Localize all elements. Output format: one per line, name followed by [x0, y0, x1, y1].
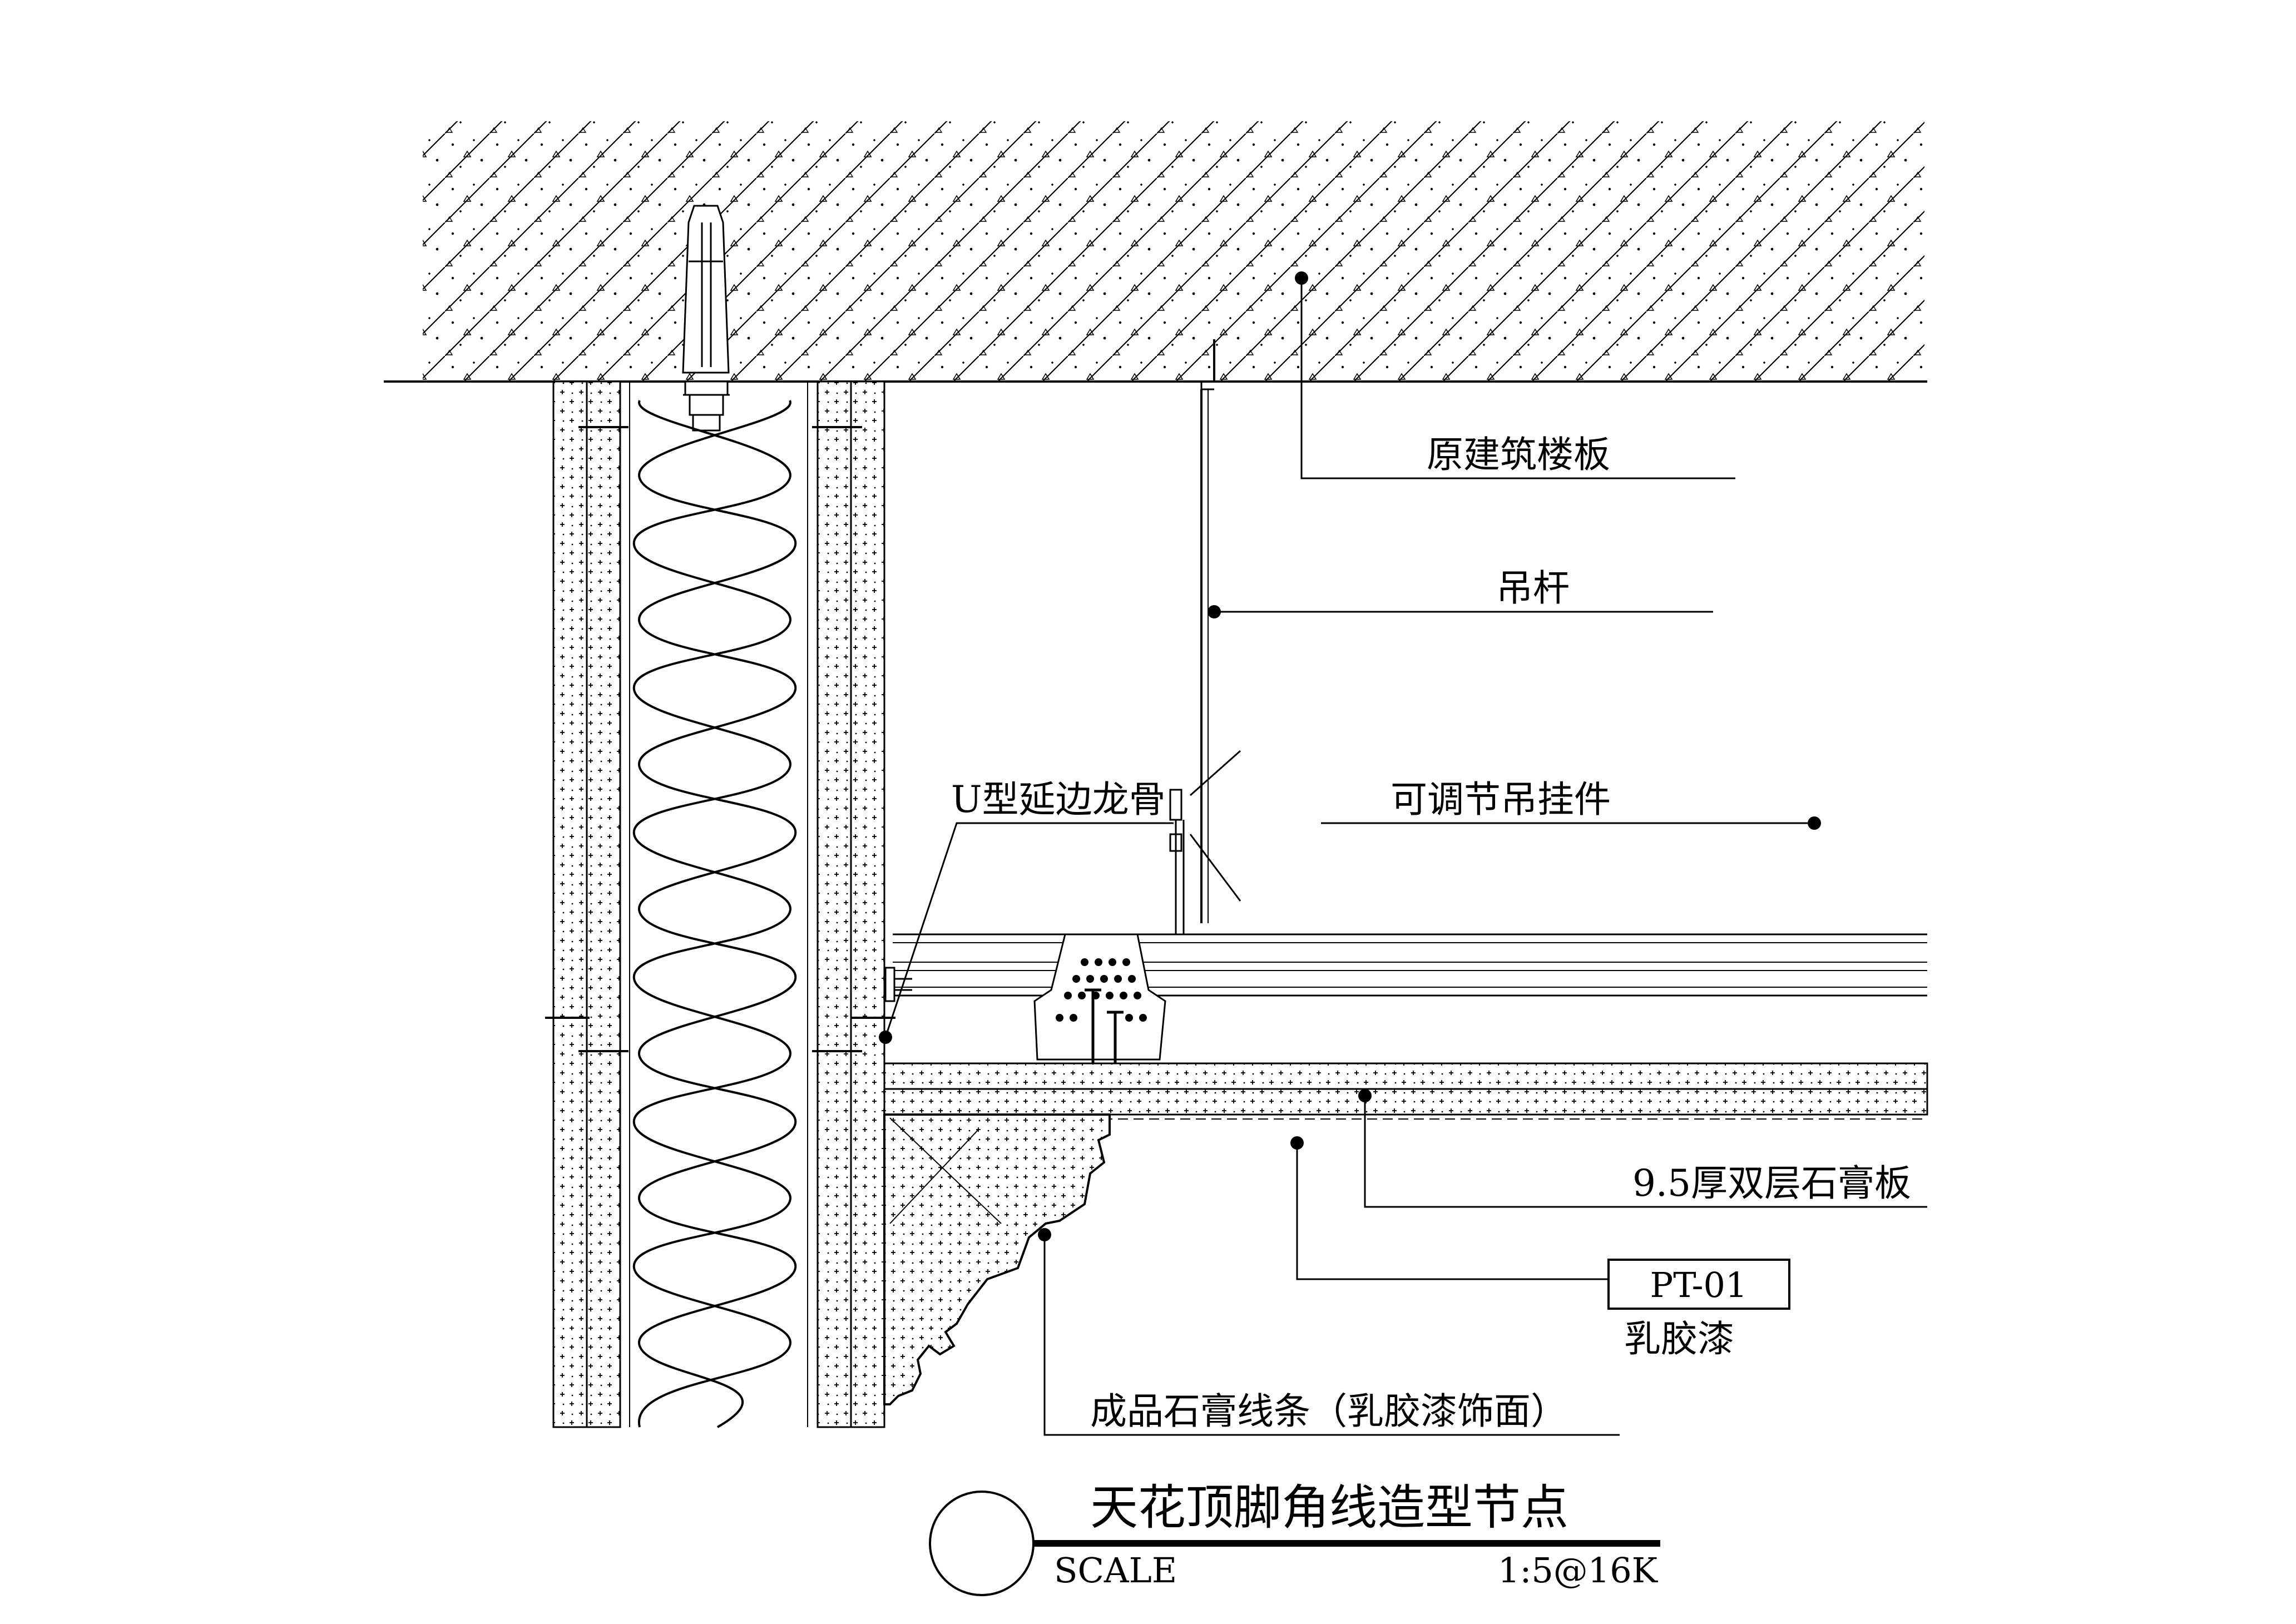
insulation-coil [632, 400, 791, 1428]
pt-tag: PT-01 [1607, 1259, 1790, 1310]
label-cornice: 成品石膏线条（乳胶漆饰面） [1090, 1390, 1567, 1433]
label-pt-code: PT-01 [1650, 1265, 1748, 1305]
ceiling-channels [884, 933, 1927, 1002]
leader-dots [879, 271, 1821, 1241]
scale-value: 1:5@16K [1498, 1550, 1659, 1591]
adjustable-hanger [1169, 750, 1241, 934]
label-latex-paint: 乳胶漆 [1624, 1318, 1734, 1360]
label-u-track: U型延边龙骨 [951, 778, 1166, 821]
gypsum-cornice [883, 1113, 1111, 1405]
anchor-bolt [682, 205, 730, 432]
concrete-slab [384, 121, 1927, 383]
drawing-title: 天花顶脚角线造型节点 [1090, 1480, 1568, 1536]
label-adjustable-hanger: 可调节吊挂件 [1391, 778, 1611, 821]
hanger-rod [1200, 339, 1215, 923]
leader-lines [884, 278, 1927, 1436]
title-block: 天花顶脚角线造型节点 SCALE 1:5@16K [929, 1480, 1660, 1596]
scale-label: SCALE [1054, 1550, 1177, 1591]
label-gypsum-board: 9.5厚双层石膏板 [1632, 1162, 1911, 1205]
label-slab: 原建筑楼板 [1427, 433, 1610, 476]
channel-clip [1033, 933, 1166, 1112]
label-hanger-rod: 吊杆 [1496, 567, 1570, 610]
ceiling-gypsum-boards [883, 1062, 1928, 1120]
partition-wall [545, 380, 895, 1428]
